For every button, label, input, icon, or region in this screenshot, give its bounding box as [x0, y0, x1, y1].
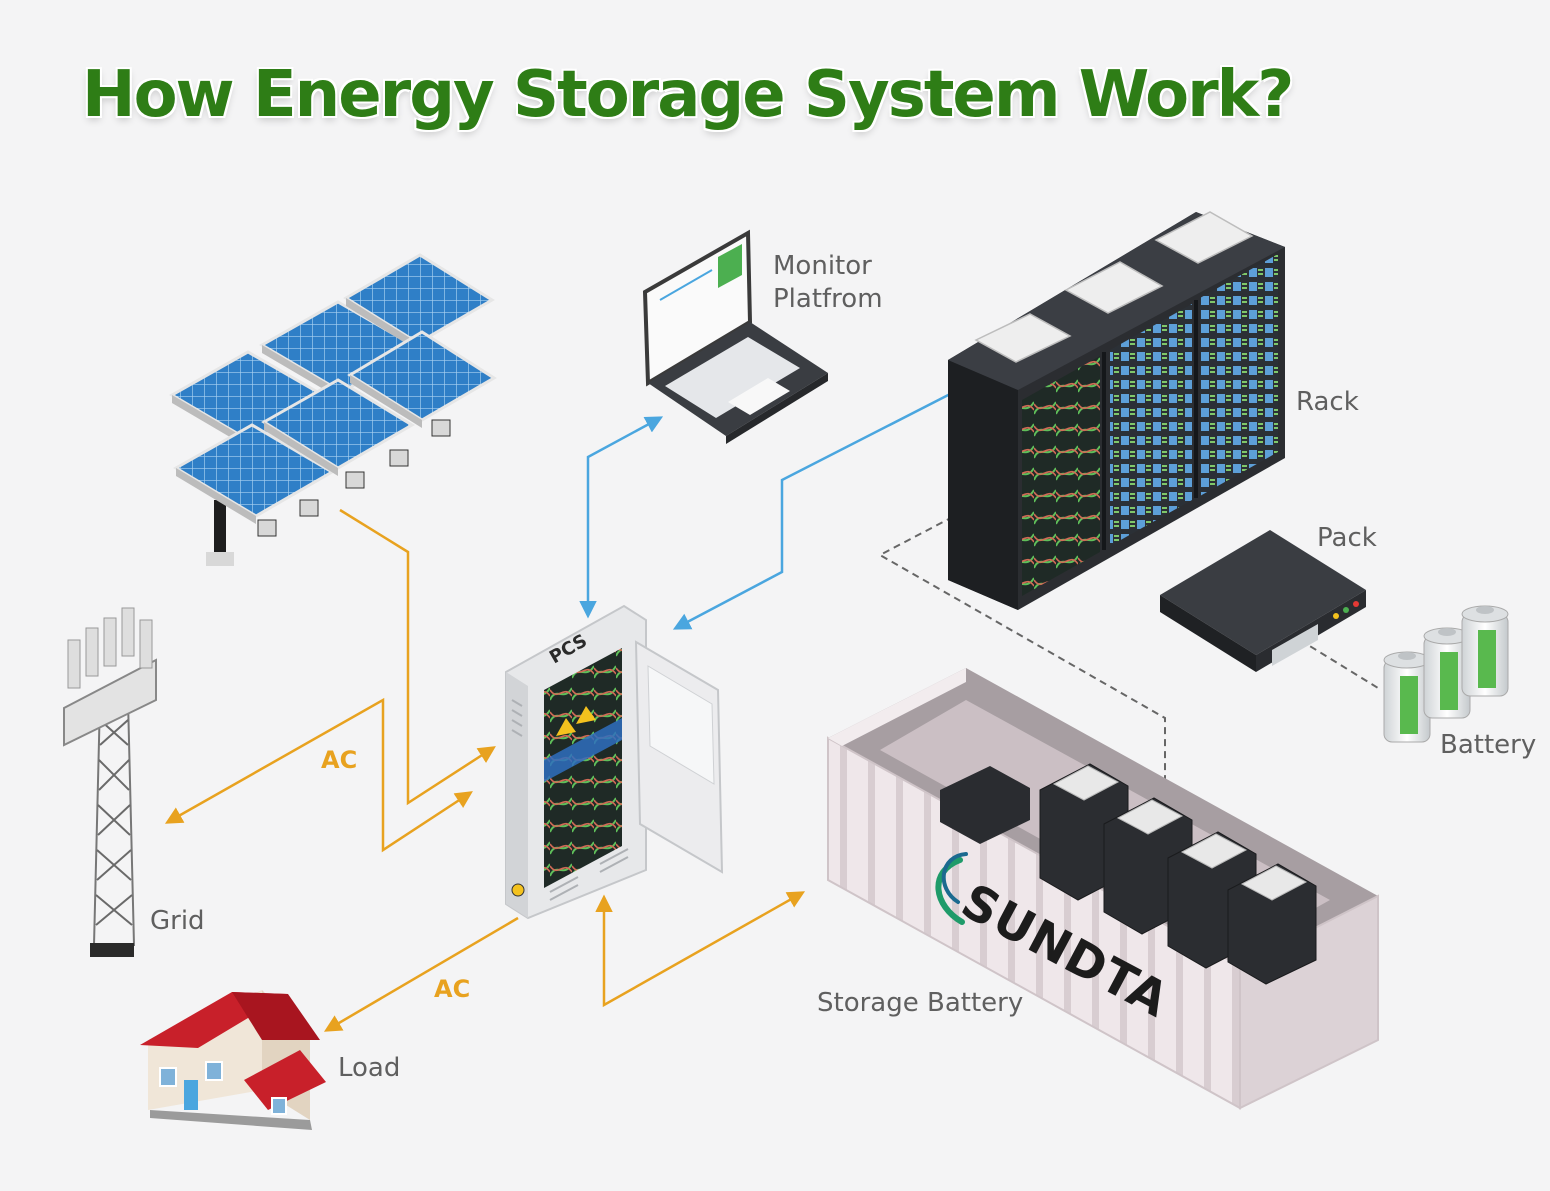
house-icon	[140, 990, 326, 1130]
solar-panel	[261, 378, 415, 476]
battery-pack-icon	[1160, 530, 1366, 672]
battery-cells-icon	[1383, 605, 1509, 743]
pcs-monitor-link	[579, 416, 664, 619]
container-icon	[827, 668, 1379, 1110]
monitor-label-line1: Monitor	[773, 251, 872, 281]
battery-cell	[1383, 651, 1431, 743]
pcs-cabinet-icon: PCS	[505, 604, 724, 920]
ac-load-label: AC	[434, 975, 471, 1003]
storage-flow	[595, 891, 806, 1008]
grid-label: Grid	[150, 906, 205, 936]
grid-tower-icon	[63, 607, 157, 957]
data-flow-lines	[579, 388, 959, 630]
page-title: How Energy Storage System Work?	[82, 58, 1294, 132]
solar-array-icon	[168, 253, 497, 566]
rack-label: Rack	[1296, 387, 1359, 417]
rack-cabinet-icon	[948, 211, 1285, 610]
solar-panel	[347, 330, 497, 428]
battery-cell	[1461, 605, 1509, 697]
ac-grid-label: AC	[321, 746, 358, 774]
battery-label: Battery	[1440, 730, 1537, 760]
pack-label: Pack	[1317, 523, 1377, 553]
monitor-platform-label: Monitor Platfrom	[773, 250, 883, 315]
storage-battery-label: Storage Battery	[817, 988, 1024, 1018]
solar-to-pcs-flow	[339, 508, 496, 806]
battery-cell	[1423, 627, 1471, 719]
rack-to-container-dash	[877, 499, 1166, 810]
monitor-label-line2: Platfrom	[773, 283, 883, 314]
solar-panel	[343, 253, 495, 351]
pack-to-battery-dash	[1299, 639, 1379, 689]
load-label: Load	[338, 1053, 401, 1083]
hierarchy-connectors	[877, 499, 1379, 810]
load-ac-flow	[323, 916, 519, 1032]
ac-flow-lines	[164, 508, 806, 1032]
grid-ac-flow	[164, 697, 473, 853]
rack-pcs-link	[672, 388, 959, 630]
laptop-icon	[642, 229, 828, 444]
